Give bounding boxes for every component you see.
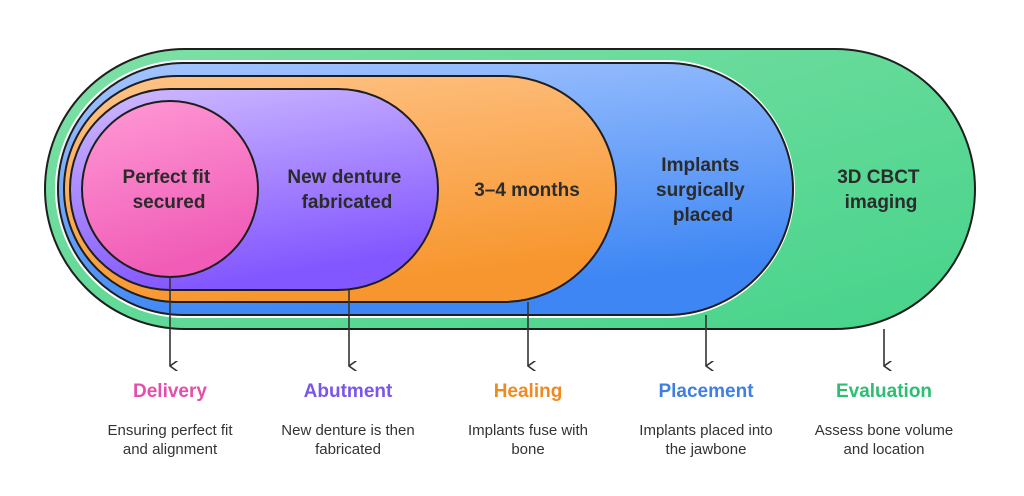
delivery-capsule-label: Perfect fit secured (123, 167, 216, 213)
evaluation-label-line-2: imaging (845, 192, 918, 213)
evaluation-description-line-1: Assess bone volume (814, 422, 954, 439)
evaluation-capsule-label: 3D CBCT imaging (837, 167, 925, 213)
abutment-label-line-2: fabricated (302, 192, 393, 213)
delivery-description-line-2: and alignment (122, 441, 218, 458)
delivery-description-line-1: Ensuring perfect fit (107, 422, 233, 439)
placement-label-line-1: Implants (661, 155, 739, 176)
placement-title: Placement (658, 381, 754, 402)
delivery-description: Ensuring perfect fit and alignment (80, 421, 260, 459)
delivery-label-line-1: Perfect fit (123, 167, 211, 188)
placement-capsule-label: Implants surgically placed (656, 155, 750, 226)
healing-capsule-label: 3–4 months (474, 180, 580, 201)
placement-column: Placement Implants placed into the jawbo… (616, 380, 796, 459)
delivery-title: Delivery (133, 381, 207, 402)
healing-column: Healing Implants fuse with bone (438, 380, 618, 459)
abutment-description-line-2: fabricated (315, 441, 381, 458)
abutment-column: Abutment New denture is then fabricated (258, 380, 438, 459)
abutment-title: Abutment (303, 381, 393, 402)
healing-description-line-2: bone (511, 441, 545, 458)
evaluation-label-line-1: 3D CBCT (837, 167, 920, 188)
healing-description: Implants fuse with bone (438, 421, 618, 459)
healing-label-line-1: 3–4 months (474, 180, 580, 201)
placement-label-line-3: placed (673, 205, 733, 226)
abutment-description: New denture is then fabricated (258, 421, 438, 459)
delivery-column: Delivery Ensuring perfect fit and alignm… (80, 380, 260, 459)
abutment-description-line-1: New denture is then (281, 422, 415, 439)
abutment-label-line-1: New denture (287, 167, 401, 188)
placement-description-line-1: Implants placed into (639, 422, 773, 439)
healing-title: Healing (493, 381, 563, 402)
placement-description: Implants placed into the jawbone (616, 421, 796, 459)
abutment-capsule-label: New denture fabricated (287, 167, 406, 213)
healing-description-line-1: Implants fuse with (467, 422, 589, 439)
evaluation-description: Assess bone volume and location (794, 421, 974, 459)
placement-label-line-2: surgically (656, 180, 745, 201)
evaluation-title: Evaluation (835, 381, 933, 402)
evaluation-description-line-2: and location (843, 441, 925, 458)
delivery-label-line-2: secured (133, 192, 206, 213)
evaluation-column: Evaluation Assess bone volume and locati… (794, 380, 974, 459)
placement-description-line-2: the jawbone (665, 441, 747, 458)
delivery-circle (81, 100, 259, 278)
